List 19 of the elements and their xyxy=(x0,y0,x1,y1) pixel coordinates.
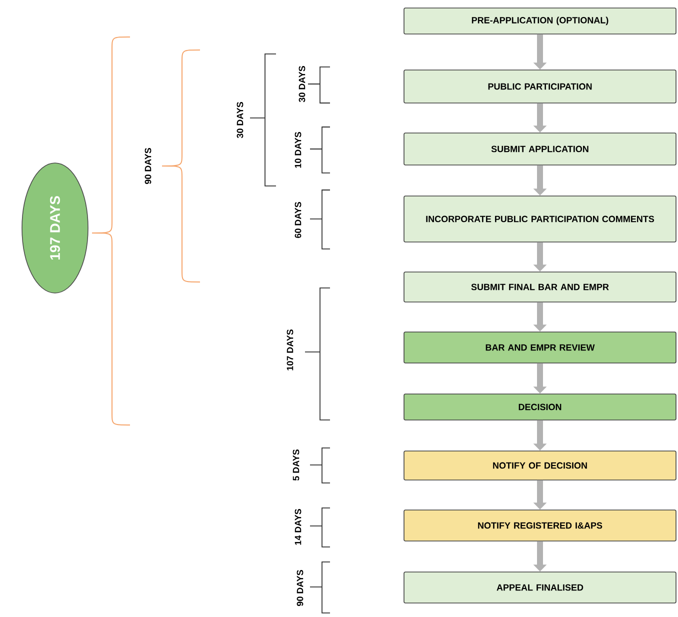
process-box: DECISION xyxy=(404,394,676,420)
process-box: SUBMIT APPLICATION xyxy=(404,132,676,166)
duration-label: 90 DAYS xyxy=(144,148,152,184)
process-box: INCORPORATE PUBLIC PARTICIPATION COMMENTS xyxy=(404,196,676,242)
process-box: PRE-APPLICATION (OPTIONAL) xyxy=(404,8,676,34)
duration-label: 90 DAYS xyxy=(296,570,304,606)
duration-label: 30 DAYS xyxy=(236,102,244,138)
process-box: NOTIFY OF DECISION xyxy=(404,450,676,480)
process-box: BAR AND EMPR REVIEW xyxy=(404,332,676,364)
duration-label: 107 DAYS xyxy=(286,330,294,370)
duration-label: 5 DAYS xyxy=(292,450,300,481)
process-box: NOTIFY REGISTERED I&APS xyxy=(404,510,676,542)
process-box: PUBLIC PARTICIPATION xyxy=(404,70,676,104)
duration-label: 60 DAYS xyxy=(294,202,302,238)
duration-label: 10 DAYS xyxy=(294,132,302,168)
process-box: APPEAL FINALISED xyxy=(404,572,676,604)
duration-label: 14 DAYS xyxy=(294,509,302,545)
process-box: SUBMIT FINAL BAR AND EMPR xyxy=(404,272,676,302)
duration-label: 30 DAYS xyxy=(298,66,306,102)
